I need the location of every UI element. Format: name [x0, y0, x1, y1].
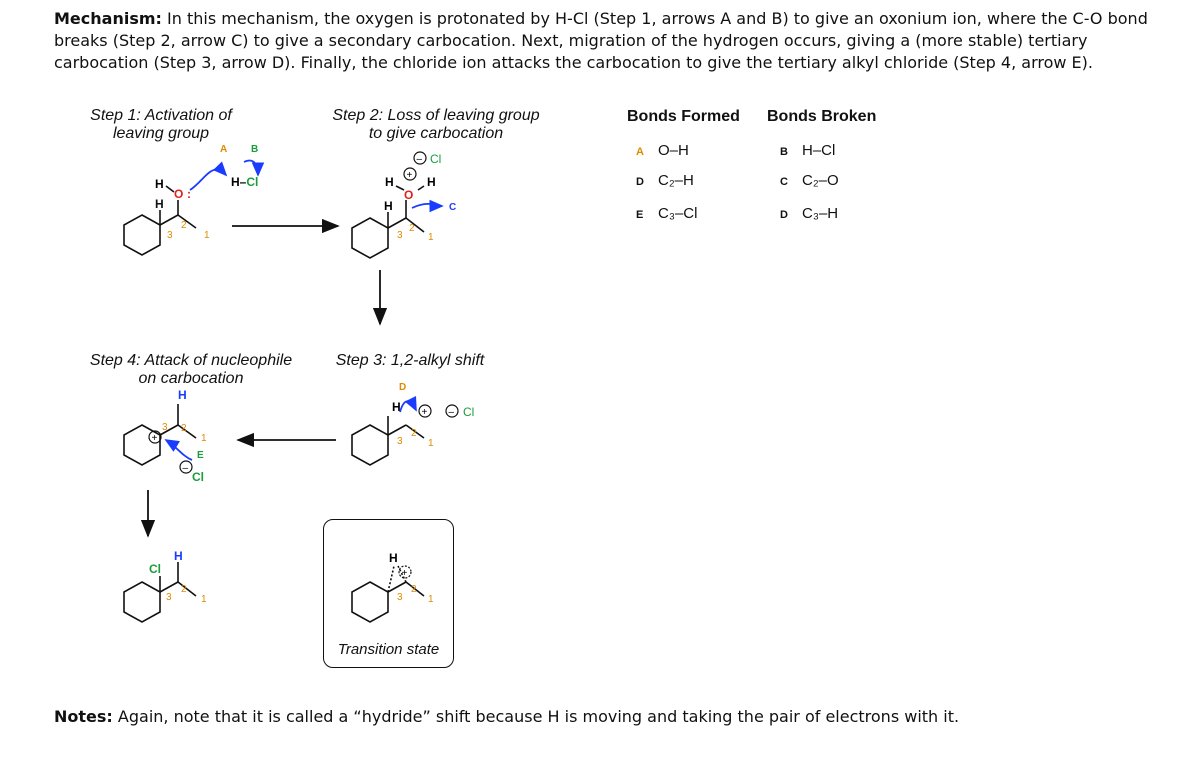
- chloride-ion: Cl: [430, 152, 441, 166]
- svg-text:–: –: [449, 407, 455, 418]
- svg-text:–: –: [183, 463, 189, 474]
- carbon-number: 1: [428, 232, 434, 243]
- hcl-molecule: H–Cl: [231, 175, 258, 189]
- svg-text:+: +: [402, 568, 408, 579]
- atom-h: H: [174, 549, 183, 563]
- carbon-number: 3: [166, 592, 172, 603]
- arrow-label-d: D: [399, 382, 406, 393]
- atom-cl: Cl: [149, 562, 161, 576]
- carbon-number: 2: [181, 423, 187, 434]
- product-structure: [123, 562, 197, 623]
- negative-charge-icon: [413, 151, 427, 165]
- carbon-number: 2: [411, 428, 417, 439]
- carbon-number: 3: [167, 230, 173, 241]
- lone-pair: :: [187, 187, 191, 201]
- svg-text:–: –: [417, 154, 423, 165]
- transition-state-label: Transition state: [337, 641, 440, 658]
- transition-state-box: [323, 519, 454, 668]
- step2-title: Step 2: Loss of leaving group to give ca…: [332, 107, 540, 142]
- carbon-number: 2: [411, 584, 417, 595]
- carbon-number: 2: [409, 223, 415, 234]
- arrow-label-a: A: [220, 144, 227, 155]
- transition-state-structure: [351, 565, 425, 623]
- negative-charge-icon: [179, 460, 193, 474]
- step1-title: Step 1: Activation of leaving group: [90, 107, 232, 142]
- curved-arrow-c: [411, 199, 444, 213]
- chloride-ion: Cl: [192, 470, 204, 484]
- plus-sign: +: [407, 170, 413, 181]
- carbon-number: 2: [181, 220, 187, 231]
- atom-h: H: [392, 400, 401, 414]
- structure-3: [351, 416, 425, 466]
- curved-arrow-e: [164, 439, 193, 461]
- chloride-ion: Cl: [463, 405, 474, 419]
- svg-text:+: +: [152, 433, 158, 444]
- positive-charge-icon: [418, 404, 432, 418]
- carbon-number: 2: [181, 584, 187, 595]
- positive-charge-icon: [403, 167, 417, 181]
- curved-arrow-a: [189, 161, 228, 191]
- carbon-number: 3: [397, 592, 403, 603]
- curved-arrow-b: [243, 159, 265, 177]
- curved-arrow-d: [399, 395, 417, 413]
- notes-text: Again, note that it is called a “hydride…: [117, 707, 960, 726]
- atom-h: H: [427, 175, 436, 189]
- structure-4: [123, 404, 197, 466]
- atom-o: O: [404, 188, 413, 202]
- notes-label: Notes:: [54, 707, 113, 726]
- carbon-number: 1: [204, 230, 210, 241]
- notes-paragraph: Notes: Again, note that it is called a “…: [54, 706, 1164, 728]
- intro-text: In this mechanism, the oxygen is protona…: [54, 9, 1148, 72]
- atom-h: H: [155, 197, 164, 211]
- atom-h: H: [385, 175, 394, 189]
- arrow-label-c: C: [449, 202, 456, 213]
- carbon-number: 1: [201, 594, 207, 605]
- atom-h: H: [384, 199, 393, 213]
- carbon-number: 1: [428, 438, 434, 449]
- step3-title: Step 3: 1,2-alkyl shift: [335, 352, 485, 369]
- carbon-number: 1: [428, 594, 434, 605]
- intro-paragraph: Mechanism: In this mechanism, the oxygen…: [54, 8, 1164, 74]
- bonds-broken-header: Bonds Broken: [767, 108, 877, 125]
- negative-charge-icon: [445, 404, 459, 418]
- structure-1: [123, 185, 197, 256]
- arrow-label-e: E: [197, 450, 204, 461]
- structure-2: [351, 185, 425, 259]
- partial-charge-icon: [398, 565, 412, 579]
- atom-o: O: [174, 187, 183, 201]
- atom-h: H: [155, 177, 164, 191]
- atom-h: H: [178, 388, 187, 402]
- carbon-number: 3: [397, 230, 403, 241]
- intro-label: Mechanism:: [54, 9, 162, 28]
- carbon-number: 3: [397, 436, 403, 447]
- carbon-number: 3: [162, 422, 168, 433]
- arrow-label-b: B: [251, 144, 258, 155]
- positive-charge-icon: [148, 430, 162, 444]
- cyclohexane-ring: [123, 214, 161, 256]
- bonds-formed-header: Bonds Formed: [627, 108, 740, 125]
- svg-text:+: +: [422, 407, 428, 418]
- step4-title: Step 4: Attack of nucleophile on carboca…: [89, 352, 293, 387]
- atom-h: H: [389, 551, 398, 565]
- carbon-number: 1: [201, 433, 207, 444]
